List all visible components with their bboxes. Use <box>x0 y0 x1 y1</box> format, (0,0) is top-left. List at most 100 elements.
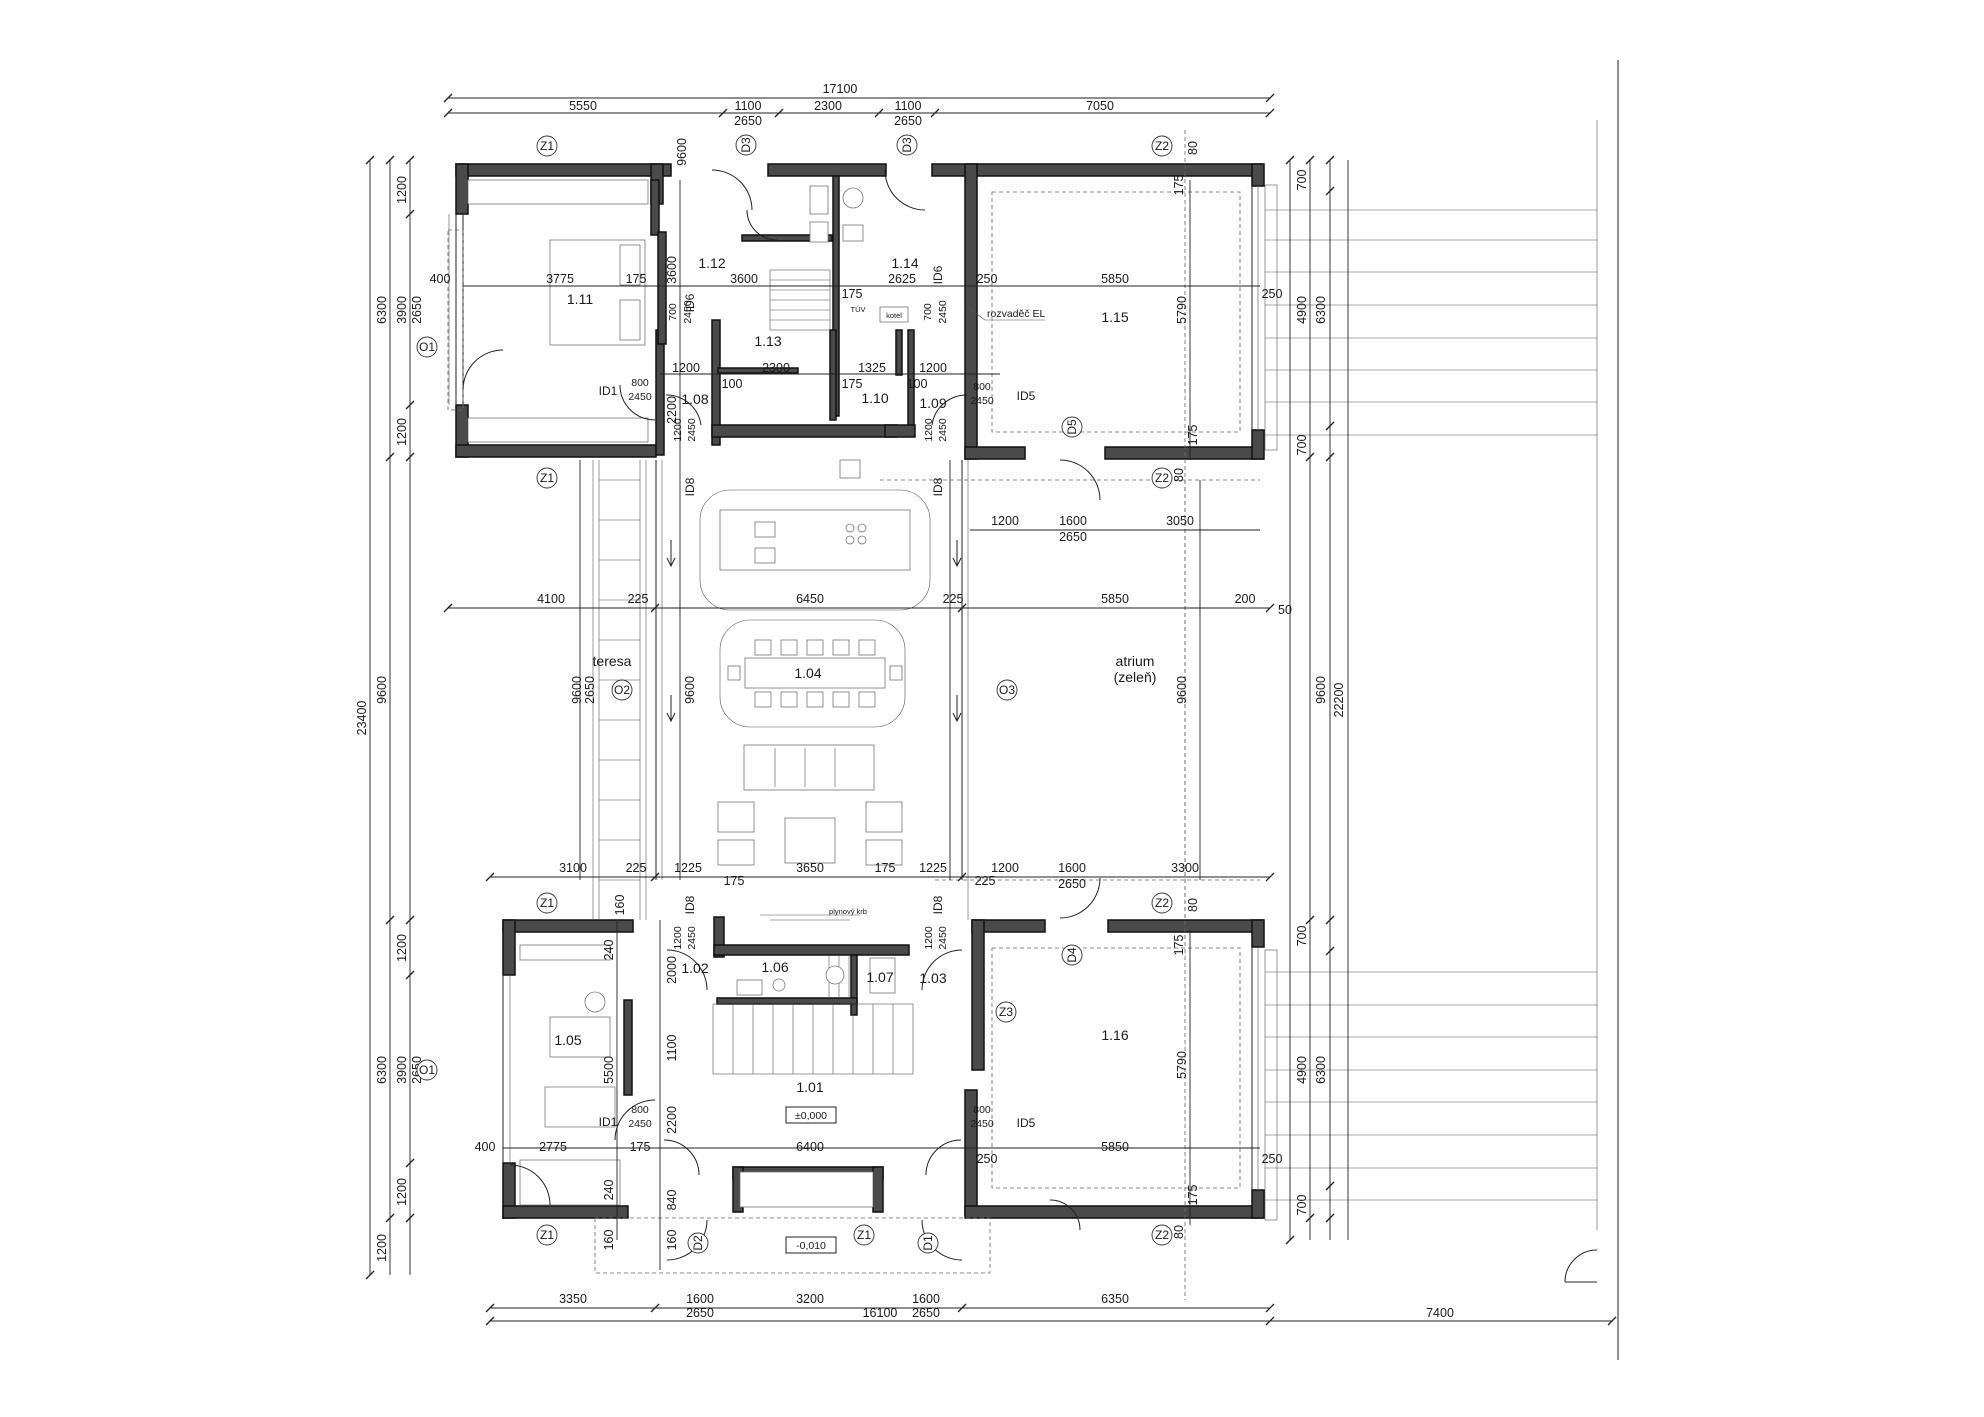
dim-left: 3900 <box>395 1056 409 1084</box>
room-1-13: 1.13 <box>754 333 781 349</box>
dim-top-total: 17100 <box>823 82 858 96</box>
dim-right: 700 <box>1295 435 1309 456</box>
opening-size: 2450 <box>682 300 694 324</box>
dim-bottom: 6350 <box>1101 1292 1129 1306</box>
dim-left: 2650 <box>410 296 424 324</box>
dim-right: 9600 <box>1314 676 1328 704</box>
sliding-arrows <box>666 540 962 723</box>
dim-inner: 400 <box>430 272 451 286</box>
opening-size: 700 <box>922 303 934 321</box>
opening-size: 2450 <box>628 391 652 403</box>
label-kotel: kotel <box>886 311 902 320</box>
dim-inner-v: 80 <box>1172 468 1186 482</box>
tag-id8: ID8 <box>931 895 945 914</box>
dim-bottom: 1600 <box>912 1292 940 1306</box>
dim-right: 700 <box>1295 1195 1309 1216</box>
dim-row-upper: 2650 <box>1059 530 1087 544</box>
dim-row-top: 5850 <box>1101 592 1129 606</box>
dim-inner: 100 <box>907 377 928 391</box>
walls <box>455 163 1265 1219</box>
opening-size: 1200 <box>672 418 684 442</box>
dim-row-top: 4100 <box>537 592 565 606</box>
label-rozvadec: rozvaděč EL <box>987 308 1046 320</box>
dimension-ticks <box>365 93 1617 1326</box>
dim-top: 7050 <box>1086 99 1114 113</box>
site-boundary-lines <box>1264 60 1619 1360</box>
dim-inner: 250 <box>977 1152 998 1166</box>
tag-z1: Z1 <box>540 471 554 485</box>
opening-size: 800 <box>973 1104 991 1116</box>
tag-o2: O2 <box>614 683 630 697</box>
dim-row-mid: 175 <box>724 874 745 888</box>
tag-d2: D2 <box>691 1235 705 1251</box>
dim-right-total: 22200 <box>1332 683 1346 718</box>
dim-bottom: 2650 <box>686 1306 714 1320</box>
dim-inner-v: 175 <box>1186 1185 1200 1206</box>
dim-bottom: 3350 <box>559 1292 587 1306</box>
label-tuv: TÚV <box>851 305 866 314</box>
tag-z2: Z2 <box>1155 139 1169 153</box>
room-1-02: 1.02 <box>681 960 708 976</box>
dim-top: 2300 <box>814 99 842 113</box>
dim-inner: 2625 <box>888 272 916 286</box>
dim-inner: 5850 <box>1101 272 1129 286</box>
stairs <box>712 269 914 1075</box>
glazing-and-outlines <box>447 130 1260 1300</box>
dim-left: 3900 <box>395 296 409 324</box>
door-swings <box>462 169 1101 1261</box>
dim-top: 5550 <box>569 99 597 113</box>
opening-size: 2450 <box>970 1118 994 1130</box>
dim-inner: 2300 <box>762 361 790 375</box>
tag-texts: Z1 Z2 Z1 Z2 Z1 Z2 Z1 Z2 Z1 Z3 O1 O1 O2 O… <box>419 137 1169 1251</box>
dim-inner: 175 <box>842 287 863 301</box>
dim-inner-v: 160 <box>613 895 627 916</box>
dim-inner-v: 9600 <box>675 138 689 166</box>
dim-row-mid: 1225 <box>674 861 702 875</box>
dim-bottom-total: 16100 <box>863 1306 898 1320</box>
dim-inner-v: 160 <box>602 1230 616 1251</box>
opening-size: 2450 <box>628 1118 652 1130</box>
dim-left: 1200 <box>395 176 409 204</box>
tag-z2: Z2 <box>1155 471 1169 485</box>
dim-inner-v: 9600 <box>683 676 697 704</box>
dim-top: 2650 <box>894 114 922 128</box>
dim-left-total: 23400 <box>355 701 369 736</box>
dim-inner: 5850 <box>1101 1140 1129 1154</box>
opening-size: 2450 <box>970 395 994 407</box>
dim-row-mid: 1225 <box>919 861 947 875</box>
label-zelen: (zeleň) <box>1114 669 1157 685</box>
label-atrium: atrium <box>1116 653 1155 669</box>
tag-id6: ID6 <box>683 293 697 312</box>
room-1-06: 1.06 <box>761 959 788 975</box>
dim-inner: 250 <box>977 272 998 286</box>
dim-right: 6300 <box>1314 296 1328 324</box>
dim-inner: 250 <box>1262 1152 1283 1166</box>
tag-z2: Z2 <box>1155 896 1169 910</box>
dim-inner: 1325 <box>858 361 886 375</box>
tag-z3: Z3 <box>999 1005 1013 1019</box>
dim-inner-v: 80 <box>1186 141 1200 155</box>
tag-z1: Z1 <box>857 1228 871 1242</box>
opening-size: 2450 <box>937 300 949 324</box>
dim-inner-v: 175 <box>1186 425 1200 446</box>
room-1-15: 1.15 <box>1101 309 1128 325</box>
dim-row-top: 225 <box>943 592 964 606</box>
dim-inner-v: 80 <box>1186 898 1200 912</box>
room-1-04: 1.04 <box>794 665 821 681</box>
dim-row-top: 225 <box>628 592 649 606</box>
dim-row-mid: 175 <box>875 861 896 875</box>
dim-row-mid: 1200 <box>991 861 1019 875</box>
dim-bottom: 3200 <box>796 1292 824 1306</box>
dim-bottom: 2650 <box>912 1306 940 1320</box>
tag-d4: D4 <box>1065 947 1079 963</box>
room-1-05: 1.05 <box>554 1032 581 1048</box>
level-entry: -0,010 <box>796 1240 826 1252</box>
opening-size: 2450 <box>937 418 949 442</box>
dim-left: 1200 <box>395 1178 409 1206</box>
room-labels: 1.11 1.12 1.13 1.14 1.15 1.08 1.09 1.10 … <box>554 255 1156 1095</box>
dim-inner-v: 5500 <box>602 1056 616 1084</box>
dim-inner-v: 240 <box>602 940 616 961</box>
dimension-lines <box>369 97 1612 1322</box>
dim-inner: 3775 <box>546 272 574 286</box>
tag-id6: ID6 <box>931 265 945 284</box>
